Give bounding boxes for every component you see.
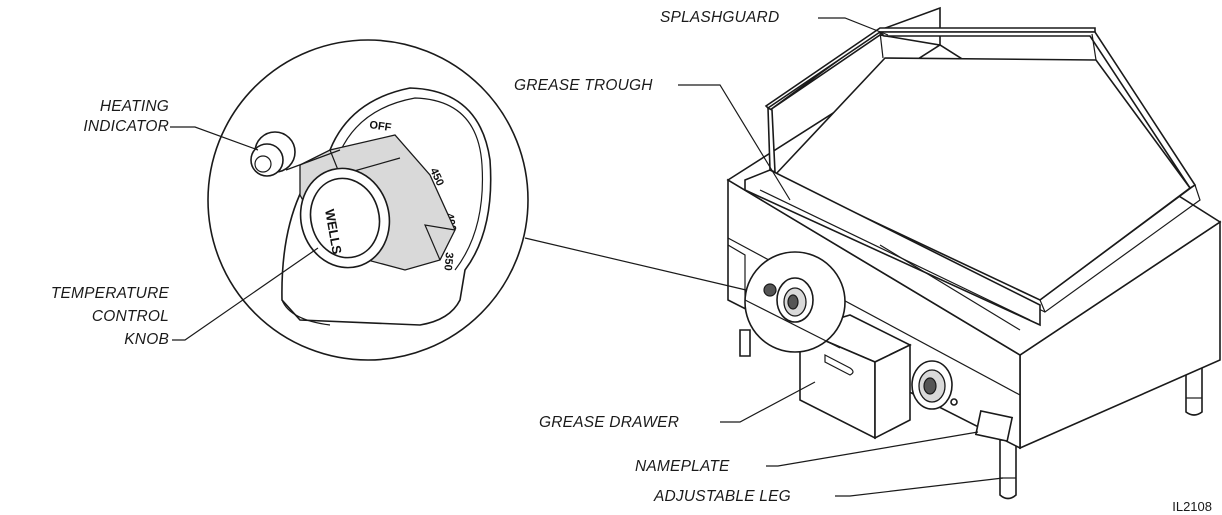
figure-code: IL2108 <box>1172 499 1212 514</box>
dial-350-label: 350 <box>441 252 455 271</box>
label-heating-1: HEATING <box>100 98 169 115</box>
leader-grease-drawer <box>720 381 816 423</box>
label-grease-drawer: GREASE DRAWER <box>539 414 679 431</box>
heating-indicator-light <box>250 131 296 177</box>
callout-connector <box>524 237 747 291</box>
leader-nameplate <box>766 431 979 467</box>
label-adjustable-leg: ADJUSTABLE LEG <box>653 488 791 505</box>
leader-temperature-knob <box>172 247 319 341</box>
label-grease-trough: GREASE TROUGH <box>514 77 653 94</box>
label-nameplate: NAMEPLATE <box>635 458 730 475</box>
griddle-unit <box>726 6 1222 500</box>
magnified-dial-view: OFF 450 400 350 WELLS <box>207 39 529 361</box>
leader-adjustable-leg <box>835 477 1004 497</box>
nameplate <box>974 409 1014 443</box>
leader-splashguard <box>818 17 889 36</box>
label-temp-1: TEMPERATURE <box>51 285 170 302</box>
leader-grease-trough <box>678 84 791 201</box>
front-temperature-knob[interactable] <box>911 360 958 410</box>
leader-heating-indicator <box>170 126 259 151</box>
label-splashguard: SPLASHGUARD <box>660 9 779 26</box>
label-temp-2: CONTROL <box>92 308 169 325</box>
dial-off-label: OFF <box>369 119 393 134</box>
label-heating-2: INDICATOR <box>83 118 169 135</box>
detail-callout-circle <box>744 251 846 353</box>
grease-trough <box>744 169 1041 327</box>
temperature-control-knob[interactable]: WELLS <box>290 158 401 277</box>
label-temp-3: KNOB <box>124 331 169 348</box>
